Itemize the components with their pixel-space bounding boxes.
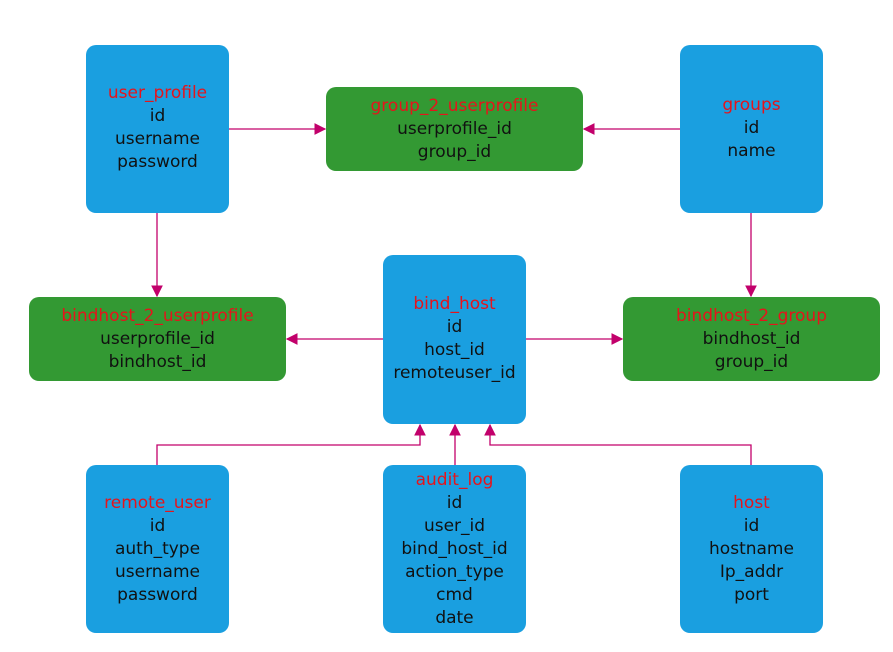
table-field: username <box>115 129 200 149</box>
table-title: remote_user <box>104 493 211 513</box>
table-title: groups <box>722 95 781 115</box>
table-title: audit_log <box>415 470 494 490</box>
table-field: password <box>117 585 198 605</box>
table-field: action_type <box>405 562 504 582</box>
table-title: bindhost_2_userprofile <box>61 306 254 326</box>
table-title: user_profile <box>107 83 208 103</box>
table-field: Ip_addr <box>719 562 784 582</box>
table-bind-host: bind_host id host_id remoteuser_id <box>383 255 526 424</box>
table-field: password <box>117 152 198 172</box>
table-field: id <box>743 516 760 536</box>
table-field: auth_type <box>114 539 201 559</box>
arrow-host-to-bind-host <box>484 423 752 465</box>
table-field: userprofile_id <box>397 119 512 139</box>
arrow-remote-user-to-bind-host <box>156 423 426 465</box>
field-list: userprofile_id group_id <box>397 118 512 164</box>
table-field: bindhost_id <box>108 352 207 372</box>
table-field: bindhost_id <box>702 329 801 349</box>
table-field: group_id <box>714 352 789 372</box>
field-list: id name <box>727 117 775 163</box>
table-field: date <box>435 608 474 628</box>
table-field: name <box>727 141 776 161</box>
table-field: remoteuser_id <box>393 363 516 383</box>
table-groups: groups id name <box>680 45 823 213</box>
table-field: host_id <box>424 340 485 360</box>
table-field: cmd <box>436 585 473 605</box>
table-title: group_2_userprofile <box>370 96 539 116</box>
table-group-2-userprofile: group_2_userprofile userprofile_id group_… <box>326 87 583 171</box>
field-list: userprofile_id bindhost_id <box>100 328 215 374</box>
field-list: id username password <box>115 105 200 174</box>
table-field: username <box>114 562 200 582</box>
table-field: id <box>446 493 463 513</box>
table-field: id <box>743 118 760 138</box>
table-title: bind_host <box>413 294 496 314</box>
table-field: bind_host_id <box>401 539 508 559</box>
table-title: host <box>733 493 770 513</box>
table-field: port <box>734 585 769 605</box>
table-remote-user: remote_user id auth_type username password <box>86 465 229 633</box>
field-list: id host_id remoteuser_id <box>393 316 515 385</box>
table-field: id <box>149 106 166 126</box>
table-field: userprofile_id <box>100 329 215 349</box>
table-audit-log: audit_log id user_id bind_host_id action_ty… <box>383 465 526 633</box>
table-field: id <box>149 516 166 536</box>
field-list: bindhost_id group_id <box>703 328 801 374</box>
field-list: id auth_type username password <box>115 515 200 607</box>
table-user-profile: user_profile id username password <box>86 45 229 213</box>
table-field: group_id <box>417 142 492 162</box>
table-field: id <box>446 317 463 337</box>
table-title: bindhost_2_group <box>676 306 827 326</box>
table-field: user_id <box>423 516 486 536</box>
table-bindhost-2-group: bindhost_2_group bindhost_id group_id <box>623 297 880 381</box>
table-field: hostname <box>709 539 794 559</box>
